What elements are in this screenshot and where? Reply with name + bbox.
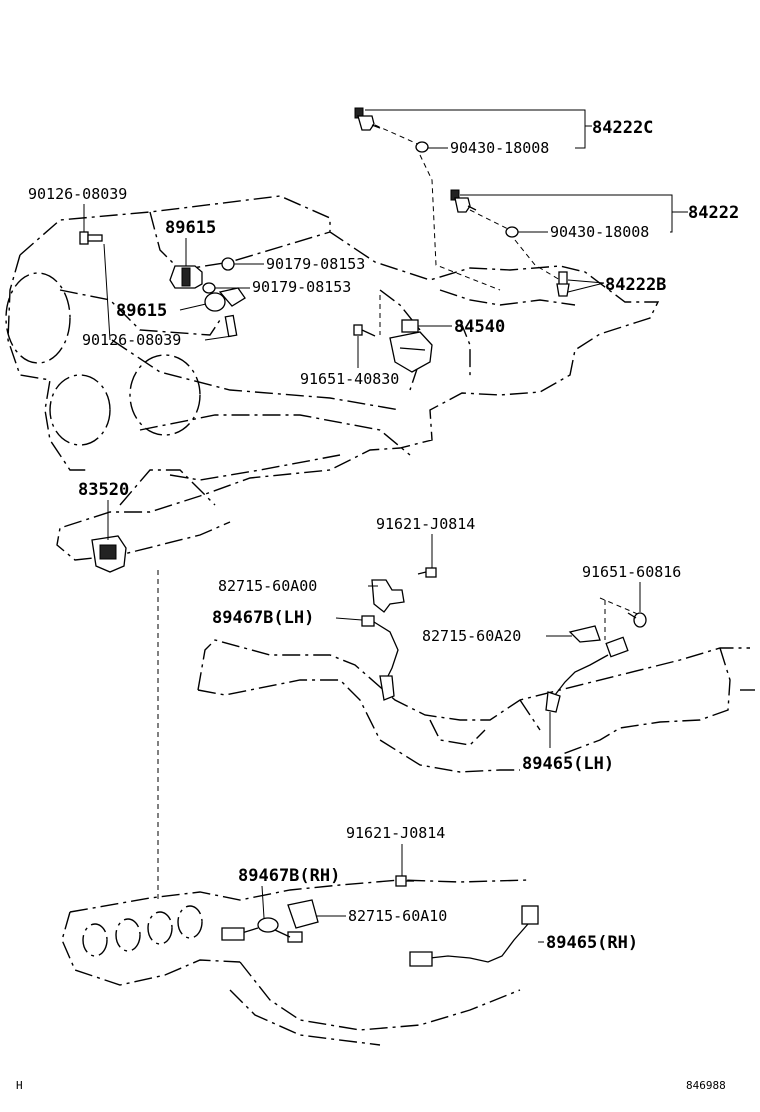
footer-left-code: H [16, 1079, 23, 1092]
label-89615-lower: 89615 [116, 301, 167, 321]
gasket-icon [505, 226, 519, 238]
sensor-icon [450, 189, 477, 213]
label-84222C: 84222C [592, 118, 653, 138]
label-90430-lower: 90430-18008 [550, 223, 649, 241]
bolt-icon [627, 612, 647, 628]
label-90179-upper: 90179-08153 [266, 255, 365, 273]
bolt-icon [353, 324, 376, 337]
label-89467B-lh: 89467B(LH) [212, 608, 314, 628]
sensor-icon [354, 107, 381, 131]
bracket-icon [371, 579, 405, 613]
bracket-icon [568, 625, 601, 643]
exhaust-lh-outline [197, 639, 755, 773]
sensor-icon [169, 265, 203, 289]
part-labels: 84222C 90430-18008 84222 90430-18008 842… [28, 118, 739, 953]
label-89467B-rh: 89467B(RH) [238, 866, 340, 886]
bolt-icon [224, 314, 238, 338]
sensor-icon [556, 271, 570, 297]
label-83520: 83520 [78, 480, 129, 500]
label-84222B: 84222B [605, 275, 666, 295]
exhaust-rh-outline [61, 879, 531, 1046]
label-89615-upper: 89615 [165, 218, 216, 238]
gasket-icon [202, 282, 216, 294]
connector-icon [545, 636, 629, 713]
sensor-icon [389, 319, 433, 373]
footer-right-code: 846988 [686, 1079, 726, 1092]
connector-lines [157, 124, 641, 900]
label-91621-rh: 91621-J0814 [346, 824, 445, 842]
bracket-icon [287, 899, 319, 929]
connector-icon [361, 615, 399, 701]
label-84540: 84540 [454, 317, 505, 337]
sensor-icon [91, 535, 127, 573]
connector-icon [409, 905, 539, 967]
sensor-icon [204, 287, 246, 312]
label-90126-upper: 90126-08039 [28, 185, 127, 203]
label-90179-lower: 90179-08153 [252, 278, 351, 296]
bolt-icon [79, 231, 103, 245]
connector-icon [221, 917, 303, 943]
bolt-icon [417, 567, 437, 578]
label-89465-rh: 89465(RH) [546, 933, 638, 953]
label-90430-upper: 90430-18008 [450, 139, 549, 157]
label-90126-lower: 90126-08039 [82, 331, 181, 349]
label-89465-lh: 89465(LH) [522, 754, 614, 774]
label-82715-60A00: 82715-60A00 [218, 577, 317, 595]
label-91651-40830: 91651-40830 [300, 370, 399, 388]
leader-lines [83, 109, 688, 943]
label-84222: 84222 [688, 203, 739, 223]
label-91651-60816: 91651-60816 [582, 563, 681, 581]
label-82715-60A10: 82715-60A10 [348, 907, 447, 925]
bolt-icon [395, 875, 414, 887]
gasket-icon [221, 257, 235, 271]
label-91621-lh: 91621-J0814 [376, 515, 475, 533]
gasket-icon [415, 141, 429, 153]
label-82715-60A20: 82715-60A20 [422, 627, 521, 645]
